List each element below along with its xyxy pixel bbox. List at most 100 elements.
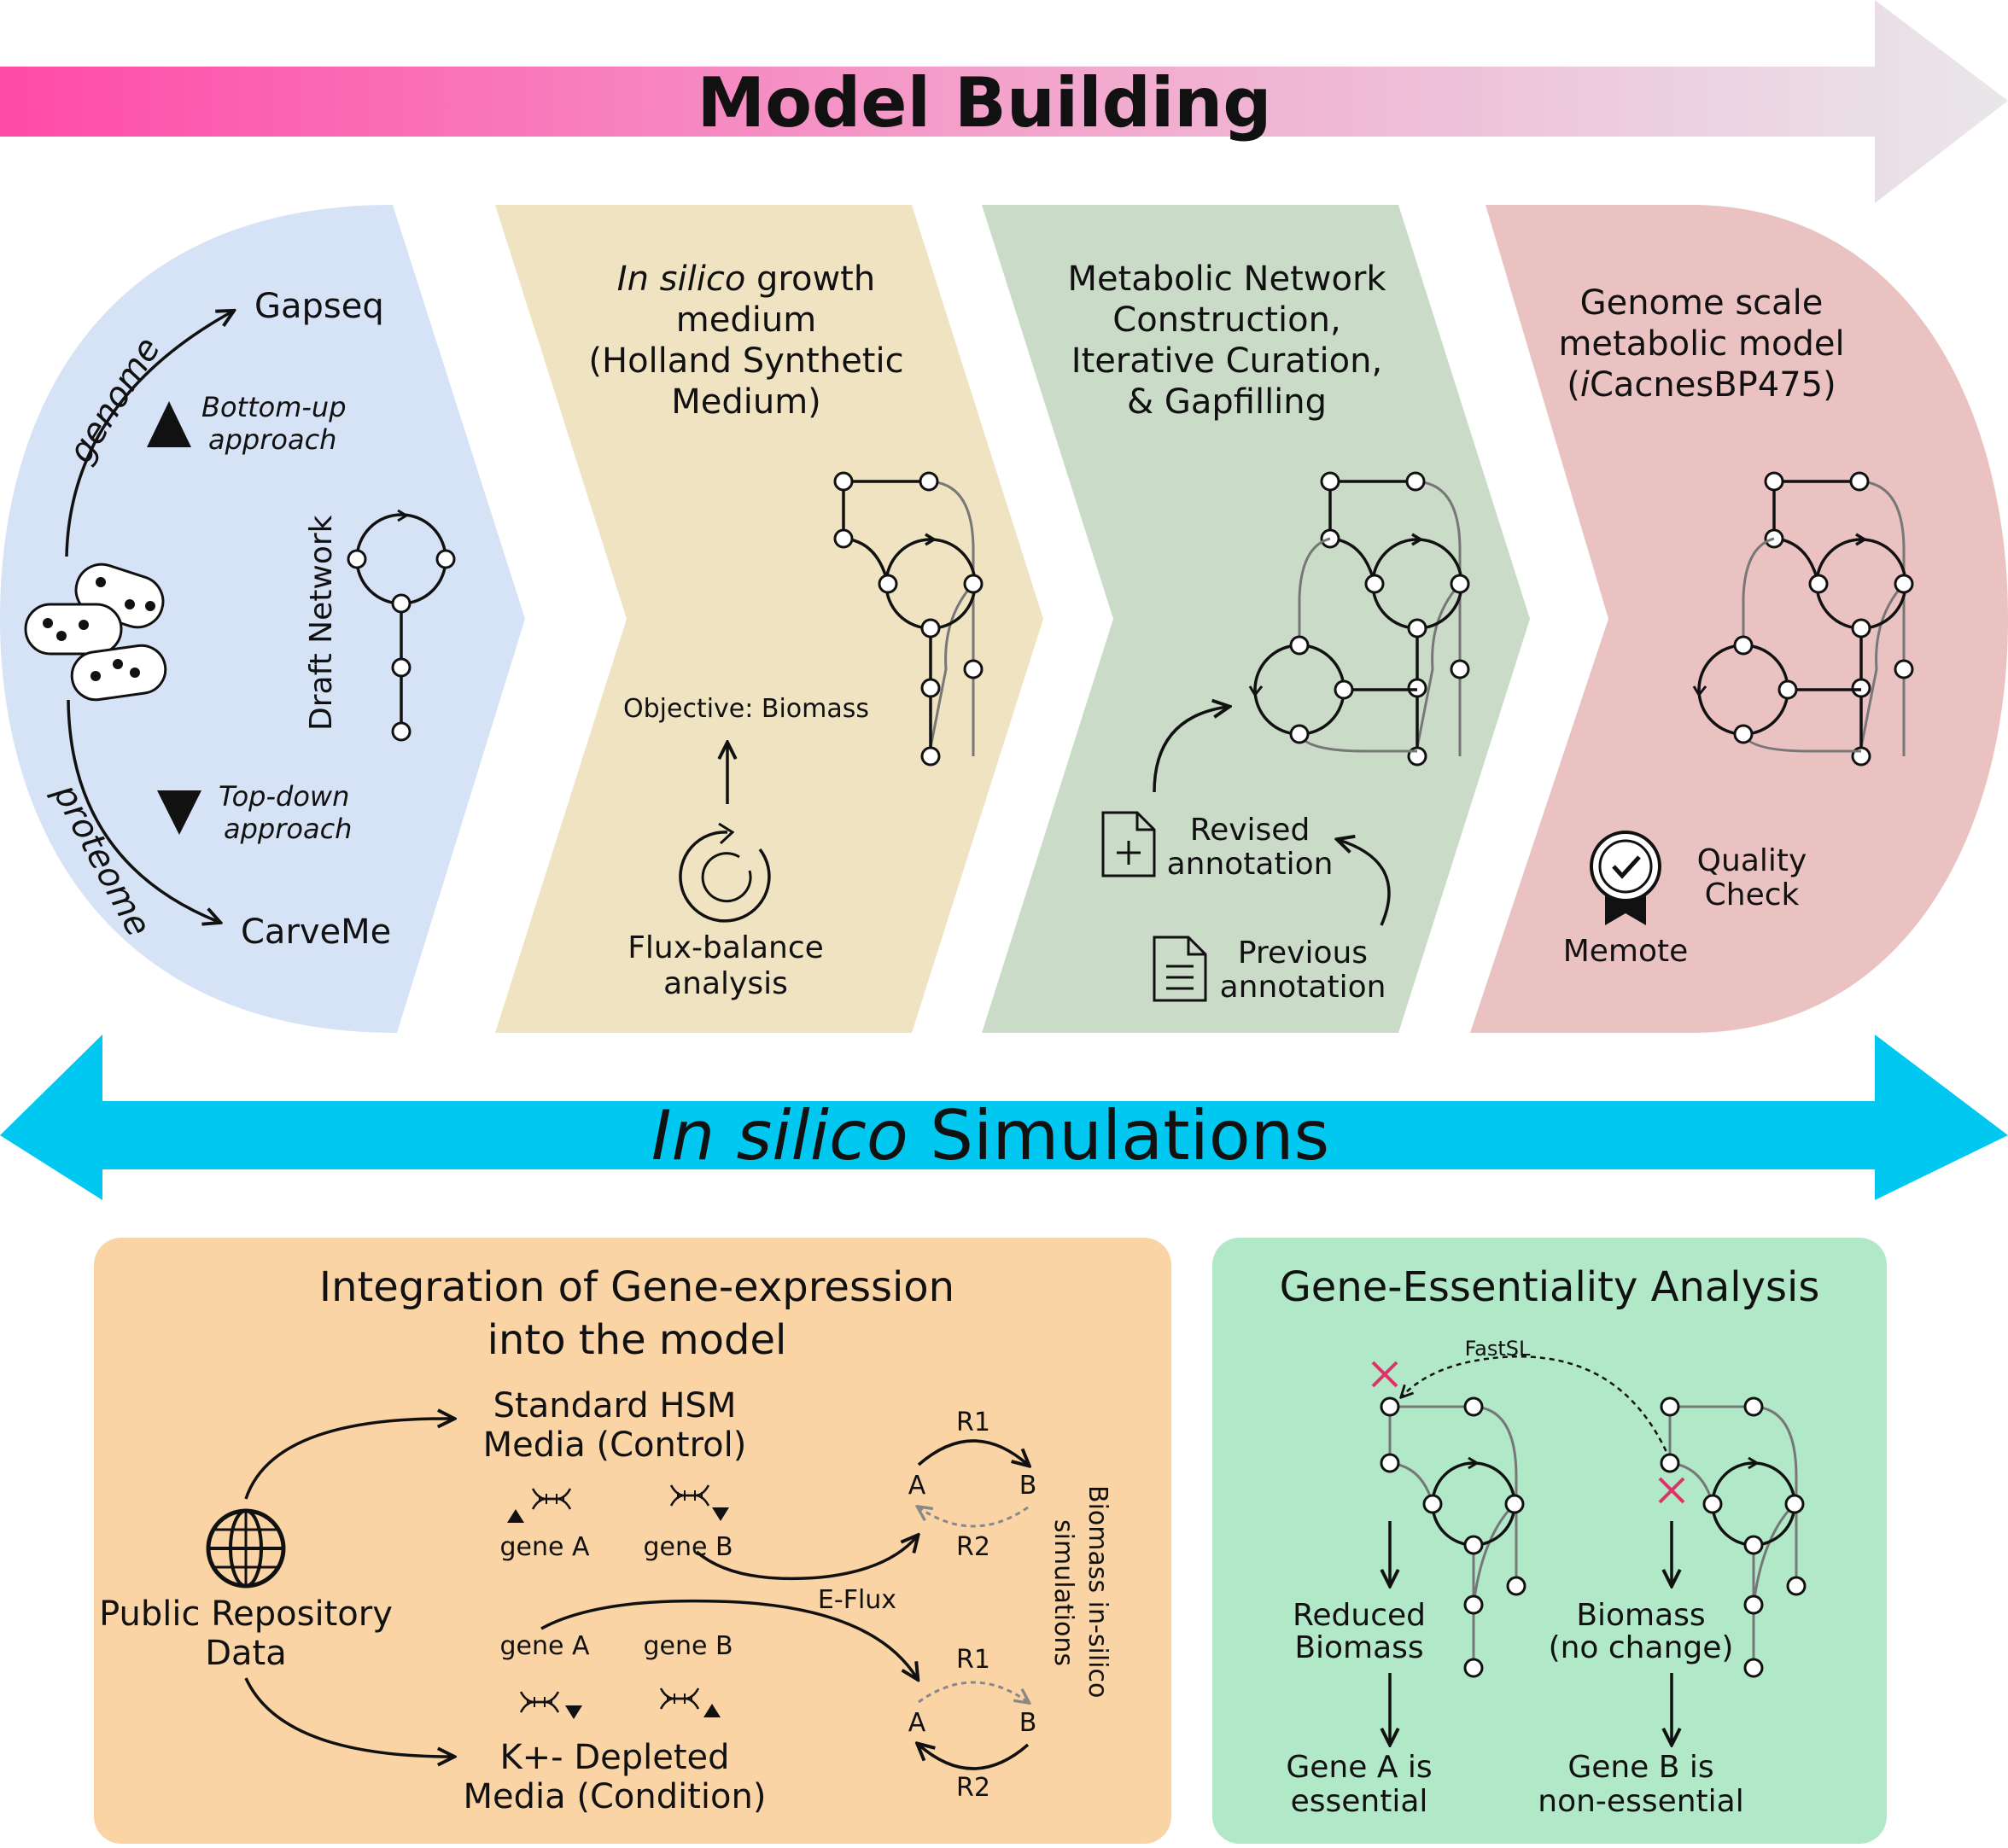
globe-icon — [206, 1508, 286, 1589]
stage2-title-line1: In silico growth — [617, 259, 875, 299]
stage2-panel — [495, 205, 1043, 1033]
eflux-arrow-1 — [695, 1536, 917, 1581]
nochange-label-1: Biomass — [1576, 1598, 1705, 1633]
stage1-panel — [0, 205, 525, 1033]
condition-label-1: K+- Depleted — [499, 1738, 729, 1777]
reduced-label-1: Reduced — [1293, 1598, 1426, 1633]
control-label-2: Media (Control) — [483, 1425, 747, 1465]
biomass-sim-label-1: Biomass in-silico — [1083, 1485, 1112, 1698]
gene-essentiality-title: Gene-Essentiality Analysis — [1280, 1263, 1820, 1311]
genome-arrow — [65, 312, 232, 557]
b-label-bottom: B — [1019, 1708, 1037, 1738]
b-label-top: B — [1019, 1471, 1037, 1501]
r1-label-top: R1 — [956, 1408, 990, 1437]
revised-label-2: annotation — [1167, 847, 1334, 882]
fba-label-2: analysis — [663, 966, 788, 1001]
stage3-panel — [982, 205, 1530, 1033]
r1-label-bottom: R1 — [956, 1645, 990, 1675]
gene-b-nonessential-2: non-essential — [1538, 1784, 1743, 1819]
previous-label-1: Previous — [1238, 936, 1368, 971]
repo-to-control-arrow — [244, 1419, 452, 1500]
previous-arrow — [1339, 840, 1391, 926]
gene-expression-title-2: into the model — [487, 1316, 787, 1364]
model-building-arrow — [0, 0, 2008, 203]
reduced-label-2: Biomass — [1294, 1630, 1423, 1665]
essentiality-network-right — [1660, 1396, 1807, 1678]
draft-network-label: Draft Network — [304, 515, 339, 731]
stage4-title-line3: (iCacnesBP475) — [1567, 365, 1836, 405]
gene-expression-title-1: Integration of Gene-expression — [319, 1263, 954, 1311]
stage2-title-line3: (Holland Synthetic — [588, 341, 903, 381]
essentiality-network-left — [1380, 1396, 1526, 1678]
stage2-title-line4: Medium) — [671, 382, 821, 422]
gene-a-up-icon — [507, 1509, 524, 1523]
repo-label-2: Data — [205, 1634, 287, 1673]
revised-arrow — [1153, 707, 1228, 793]
stage3-network-graph — [1248, 471, 1470, 767]
fba-label-1: Flux-balance — [628, 930, 824, 965]
gene-b-nonessential-1: Gene B is — [1567, 1750, 1713, 1785]
a-label-top: A — [908, 1471, 926, 1501]
top-down-approach-label: approach — [224, 813, 352, 845]
quality-label-1: Quality — [1697, 843, 1807, 878]
carveme-label: CarveMe — [241, 912, 391, 952]
gene-a-essential-2: essential — [1291, 1784, 1428, 1819]
r1-arrow-bottom — [918, 1681, 1028, 1702]
previous-label-2: annotation — [1220, 970, 1386, 1005]
gene-a-essential-1: Gene A is — [1286, 1750, 1432, 1785]
objective-label: Objective: Biomass — [623, 694, 869, 724]
biomass-sim-label-2: simulations — [1048, 1519, 1078, 1666]
stage4-title-line1: Genome scale — [1580, 283, 1824, 323]
condition-label-2: Media (Condition) — [464, 1777, 767, 1816]
stage3-title-line2: Construction, — [1112, 300, 1340, 340]
stage3-title-line3: Iterative Curation, — [1071, 341, 1382, 381]
nochange-label-2: (no change) — [1549, 1630, 1734, 1665]
control-gene-a: gene A — [499, 1532, 590, 1562]
memote-label: Memote — [1563, 934, 1689, 969]
condition-gene-b: gene B — [643, 1631, 733, 1661]
gene-essentiality-panel — [1212, 1238, 1887, 1844]
gene-b-up-icon — [703, 1704, 721, 1717]
top-down-label: Top-down — [219, 780, 349, 813]
revised-document-icon — [1101, 811, 1156, 877]
repo-to-condition-arrow — [244, 1677, 452, 1757]
revised-label-1: Revised — [1190, 813, 1310, 848]
cross-icon — [1371, 1361, 1398, 1388]
gene-expression-panel — [94, 1238, 1171, 1844]
eflux-arrow-2 — [540, 1599, 917, 1678]
gene-a-down-icon — [565, 1705, 582, 1719]
r2-arrow-bottom — [919, 1745, 1030, 1770]
memote-badge-icon — [1590, 831, 1661, 925]
fba-cycle-icon — [679, 822, 771, 923]
a-label-bottom: A — [908, 1708, 926, 1738]
previous-document-icon — [1153, 936, 1207, 1002]
stage2-title-line2: medium — [676, 300, 816, 340]
stage3-title-line4: & Gapfilling — [1127, 382, 1327, 422]
r2-arrow-top — [919, 1507, 1029, 1528]
in-silico-simulations-arrow — [0, 1035, 2008, 1200]
control-gene-b: gene B — [643, 1532, 733, 1562]
bottom-up-label: Bottom-up — [201, 391, 347, 423]
in-silico-simulations-title: In silico Simulations — [651, 1096, 1329, 1175]
stage4-panel — [1470, 205, 2008, 1033]
stage3-title-line1: Metabolic Network — [1067, 259, 1386, 299]
control-label-1: Standard HSM — [493, 1386, 737, 1425]
proteome-arrow — [67, 699, 219, 922]
r1-arrow-top — [917, 1439, 1028, 1465]
repo-label-1: Public Repository — [99, 1594, 393, 1634]
r2-label-top: R2 — [956, 1532, 990, 1562]
top-down-triangle-icon — [157, 790, 201, 835]
gapseq-label: Gapseq — [254, 287, 384, 326]
draft-network-graph — [347, 509, 456, 742]
condition-gene-a: gene A — [499, 1631, 590, 1661]
fastsl-arrow — [1402, 1355, 1672, 1460]
r2-label-bottom: R2 — [956, 1773, 990, 1803]
stage4-network-graph — [1692, 471, 1914, 767]
bottom-up-triangle-icon — [147, 401, 191, 447]
eflux-label: E-Flux — [818, 1585, 896, 1615]
gene-b-down-icon — [712, 1507, 729, 1521]
bottom-up-approach-label: approach — [208, 423, 336, 456]
bacteria-icon — [24, 563, 167, 702]
